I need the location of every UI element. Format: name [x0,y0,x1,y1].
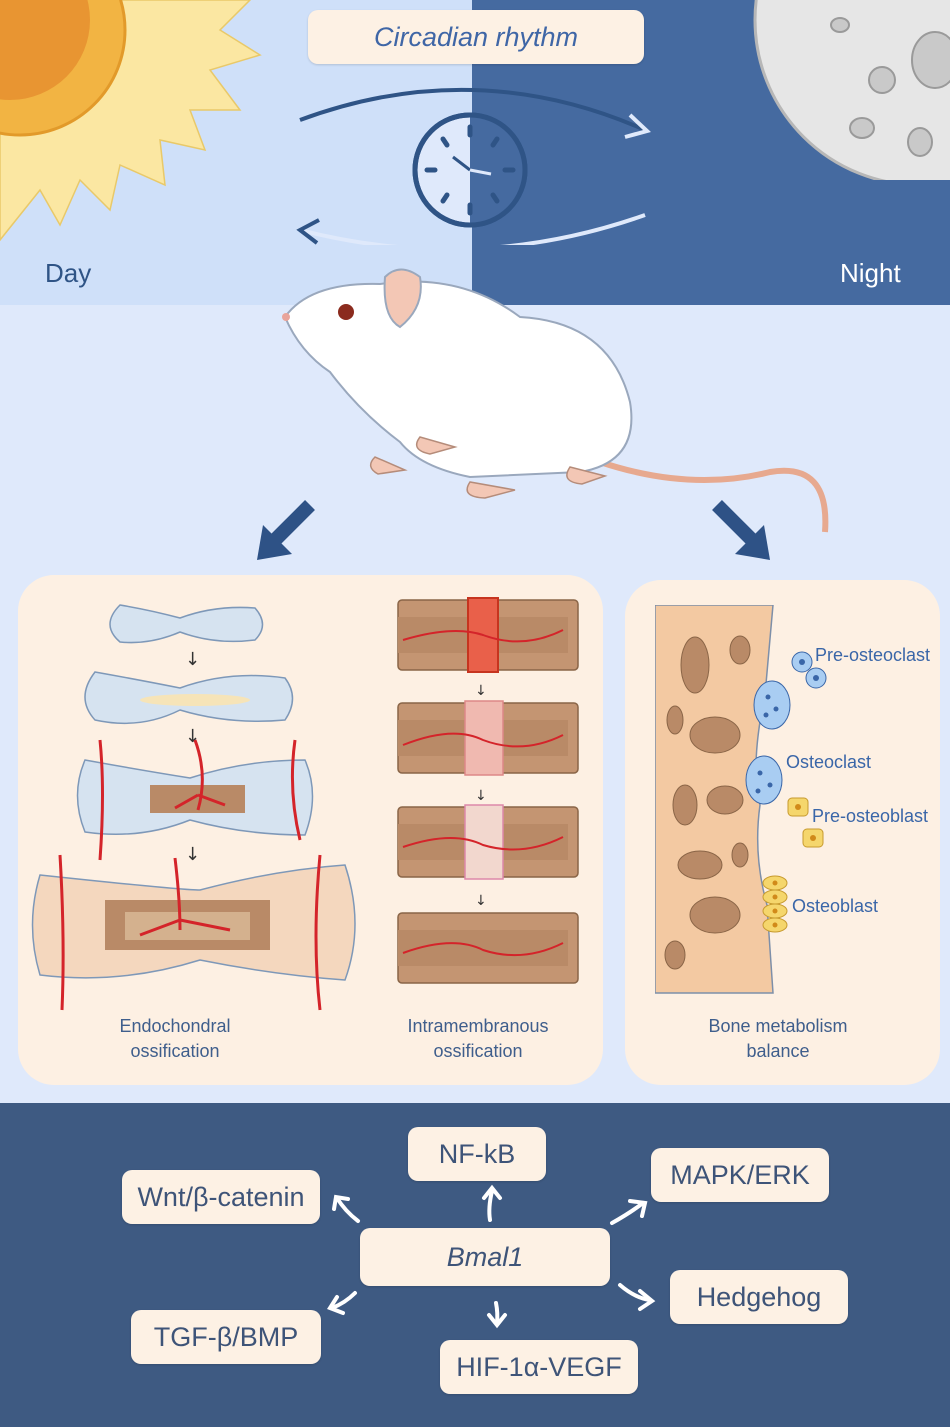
mapk-node: MAPK/ERK [651,1148,829,1202]
intramembranous-diagram: ↓ ↓ ↓ [397,597,579,984]
nfkb-label: NF-kB [438,1138,516,1169]
night-label: Night [840,258,901,288]
intramembranous-caption: Intramembranous ossification [407,1016,549,1061]
arrow-left-icon [257,500,315,560]
circadian-title-text: Circadian rhythm [373,21,579,52]
svg-text:↓: ↓ [185,844,200,865]
sun-icon [0,0,262,242]
pre-osteoclast-cells [791,651,827,689]
osteoclast-cells [745,680,791,805]
wnt-node: Wnt/β-catenin [122,1170,320,1224]
hif-label: HIF-1α-VEGF [456,1351,622,1382]
osteoblast-label: Osteoblast [792,896,879,916]
hedgehog-node: Hedgehog [670,1270,848,1324]
svg-text:↓: ↓ [475,683,487,699]
svg-text:↓: ↓ [475,788,487,804]
cycle-arrows [296,87,651,245]
moon-icon [753,0,950,180]
pre-osteoblast-cells [787,797,824,848]
bmal1-node: Bmal1 [360,1228,610,1286]
pathway-arrows [327,1184,656,1329]
pre-osteoclast-label: Pre-osteoclast [815,645,931,665]
svg-text:↓: ↓ [475,893,487,909]
pre-osteoblast-label: Pre-osteoblast [812,806,929,826]
mapk-label: MAPK/ERK [670,1159,810,1190]
svg-text:↓: ↓ [185,649,200,670]
mouse-illustration [282,268,829,533]
nfkb-node: NF-kB [408,1127,546,1181]
endochondral-diagram: ↓ ↓ ↓ [31,604,356,1011]
wnt-label: Wnt/β-catenin [137,1181,305,1212]
circadian-title: Circadian rhythm [308,10,644,64]
hif-node: HIF-1α-VEGF [440,1340,638,1394]
day-label: Day [45,258,92,288]
osteoblast-cells [762,875,788,933]
tgf-label: TGF-β/BMP [153,1321,299,1352]
bmal1-label: Bmal1 [446,1241,524,1272]
bone-strip [655,605,774,994]
endochondral-caption: Endochondral ossification [119,1016,231,1061]
hedgehog-label: Hedgehog [696,1281,822,1312]
osteoclast-label: Osteoclast [786,752,872,772]
arrow-right-icon [712,500,770,560]
metabolism-caption: Bone metabolism balance [708,1016,848,1061]
tgf-node: TGF-β/BMP [131,1310,321,1364]
